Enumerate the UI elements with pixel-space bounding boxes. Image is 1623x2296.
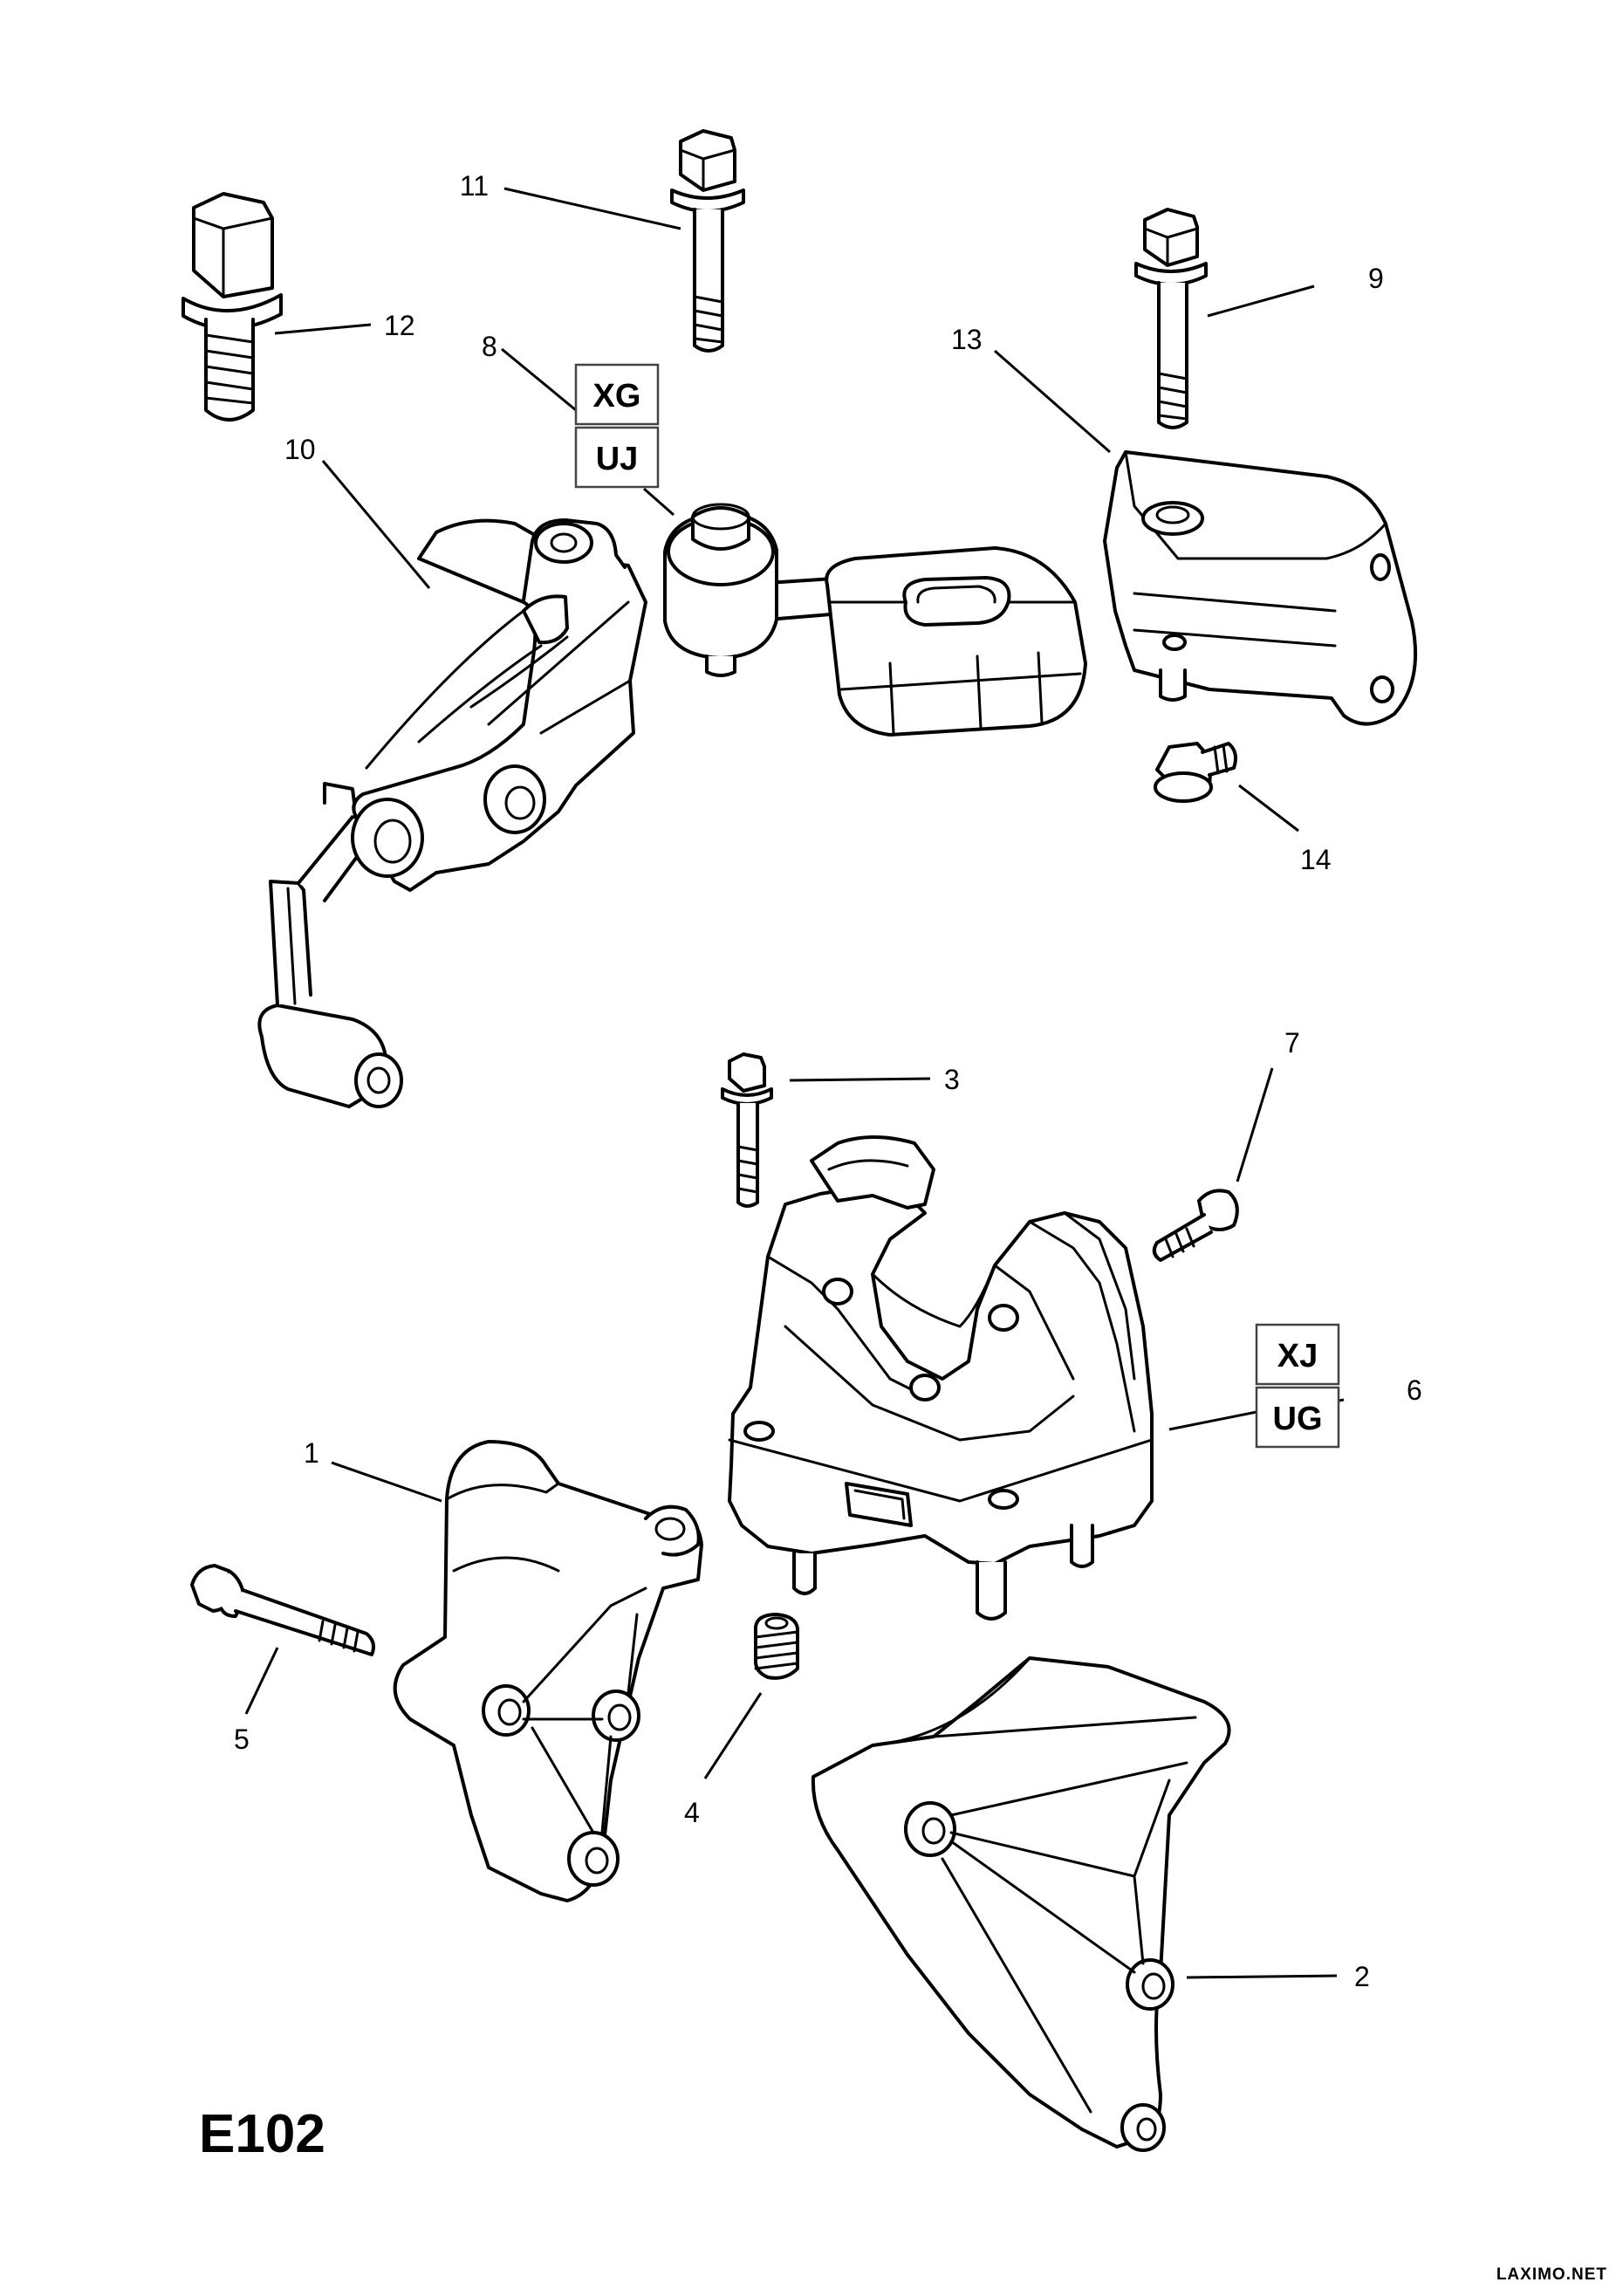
variant-code-uj: UJ	[596, 441, 639, 477]
callout-13: 13	[951, 324, 983, 355]
part-10-mount-arm	[257, 518, 647, 1108]
callout-4: 4	[684, 1797, 700, 1828]
part-1-bracket	[393, 1440, 703, 1902]
part-8-torque-rod	[663, 503, 1087, 737]
callout-2: 2	[1354, 1961, 1370, 1992]
part-14-bolt	[1154, 742, 1237, 803]
diagram-title: E102	[199, 2104, 325, 2164]
part-9-bolt	[1134, 208, 1208, 429]
leader-lines	[244, 187, 1345, 1979]
callout-12: 12	[384, 310, 415, 341]
variant-box-xg	[574, 363, 660, 426]
callout-3: 3	[944, 1064, 960, 1095]
callout-1: 1	[304, 1437, 319, 1469]
variant-code-xj: XJ	[1277, 1338, 1318, 1374]
callout-14: 14	[1300, 844, 1332, 875]
part-13-bracket	[1103, 450, 1418, 726]
part-3-bolt	[721, 1052, 773, 1208]
callout-numbers: 11 12 9 8 13 10 14 3 7 6 1 5 4 2	[234, 170, 1422, 1992]
variant-box-xj	[1255, 1323, 1340, 1386]
watermark: LAXIMO.NET	[1496, 2265, 1607, 2284]
part-2-bracket	[811, 1656, 1231, 2152]
callout-7: 7	[1284, 1027, 1300, 1059]
callout-11: 11	[460, 170, 489, 202]
part-6-engine-mount	[728, 1135, 1154, 1621]
variant-code-xg: XG	[593, 378, 641, 415]
part-5-bolt	[190, 1564, 375, 1656]
part-11-bolt	[670, 129, 745, 353]
part-7-bolt	[1152, 1189, 1239, 1262]
callout-6: 6	[1407, 1374, 1422, 1406]
variant-code-ug: UG	[1273, 1401, 1323, 1437]
callout-10: 10	[284, 434, 316, 465]
part-4-insert	[754, 1613, 799, 1680]
variant-codes-part-6: XJ UG	[1255, 1323, 1340, 1449]
callout-8: 8	[482, 331, 497, 362]
variant-box-ug	[1255, 1386, 1340, 1449]
callout-5: 5	[234, 1724, 250, 1755]
variant-box-uj	[574, 426, 660, 489]
part-12-bolt	[181, 192, 283, 422]
variant-codes-part-8: XG UJ	[574, 363, 660, 489]
callout-9: 9	[1368, 263, 1384, 294]
